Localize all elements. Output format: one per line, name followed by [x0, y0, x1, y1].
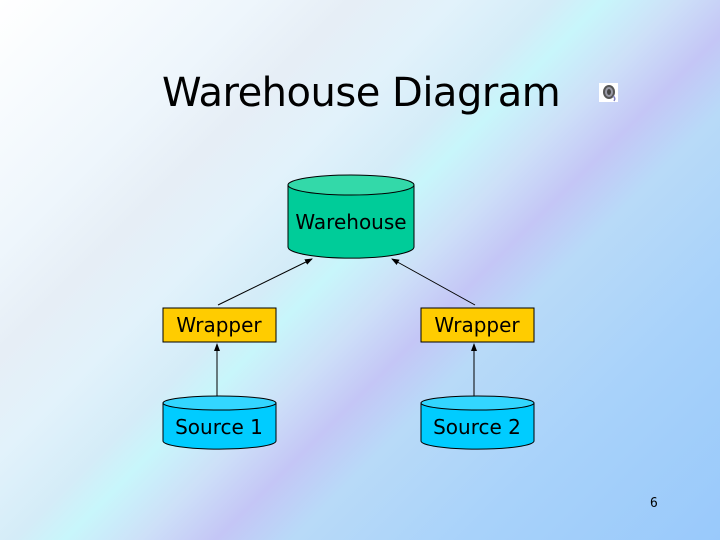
node-wrapper-2[interactable]: Wrapper [420, 307, 535, 343]
source-1-label: Source 1 [175, 415, 263, 439]
page-number: 6 [650, 496, 658, 511]
edge-wrapper2-to-warehouse [391, 258, 476, 306]
edge-wrapper1-to-warehouse [217, 258, 313, 306]
slide-title: Warehouse Diagram [162, 70, 561, 116]
node-source-2[interactable]: Source 2 [420, 395, 535, 450]
warehouse-label: Warehouse [295, 210, 406, 234]
node-wrapper-1[interactable]: Wrapper [162, 307, 277, 343]
speaker-icon[interactable] [599, 83, 618, 102]
node-source-1[interactable]: Source 1 [162, 395, 277, 450]
wrapper-1-label: Wrapper [176, 313, 262, 337]
node-warehouse[interactable]: Warehouse [287, 174, 415, 259]
source-2-label: Source 2 [433, 415, 521, 439]
wrapper-2-label: Wrapper [434, 313, 520, 337]
